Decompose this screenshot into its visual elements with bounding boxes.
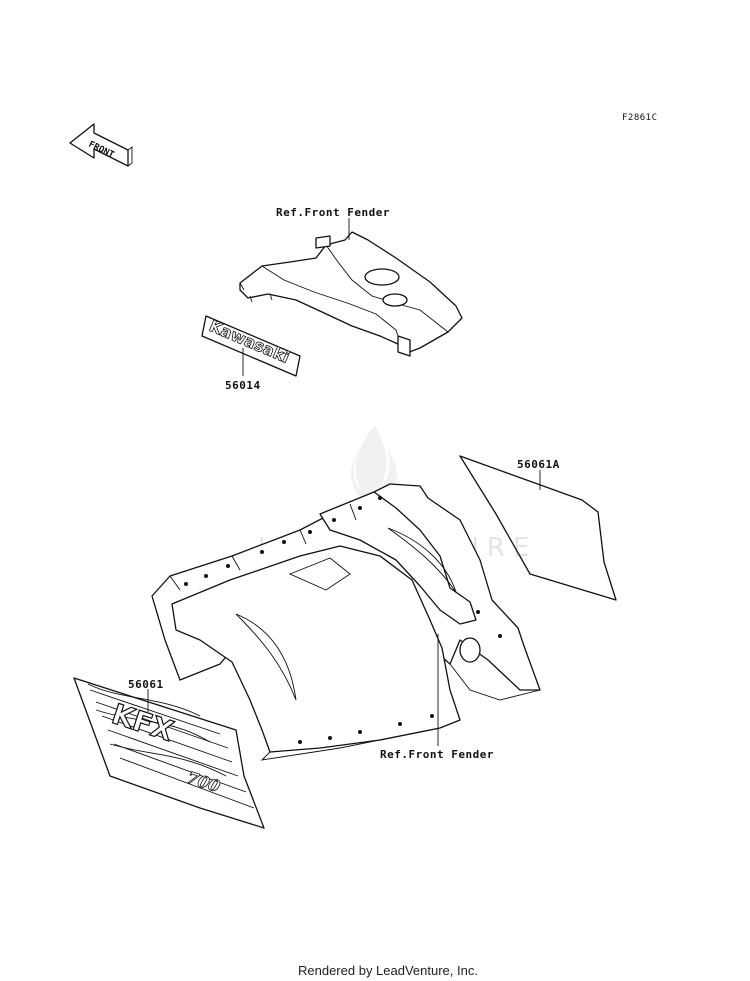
label-ref-front-fender-bottom: Ref.Front Fender: [380, 748, 494, 761]
diagram-code: F2861C: [622, 113, 658, 123]
label-part-56014: 56014: [225, 379, 261, 392]
kawasaki-decal-56014: Kawasaki: [201, 315, 301, 377]
front-fender-main-drawing: [151, 483, 541, 761]
label-part-56061: 56061: [128, 678, 164, 691]
front-fender-top-drawing: [239, 231, 463, 357]
front-arrow-icon: FRONT: [69, 123, 133, 167]
label-ref-front-fender-top: Ref.Front Fender: [276, 206, 390, 219]
kfx-decal-56061: KFX 700: [73, 677, 265, 829]
footer-credit: Rendered by LeadVenture, Inc.: [298, 963, 478, 978]
decal-56061a-outline: [459, 455, 617, 601]
label-part-56061a: 56061A: [517, 458, 560, 471]
